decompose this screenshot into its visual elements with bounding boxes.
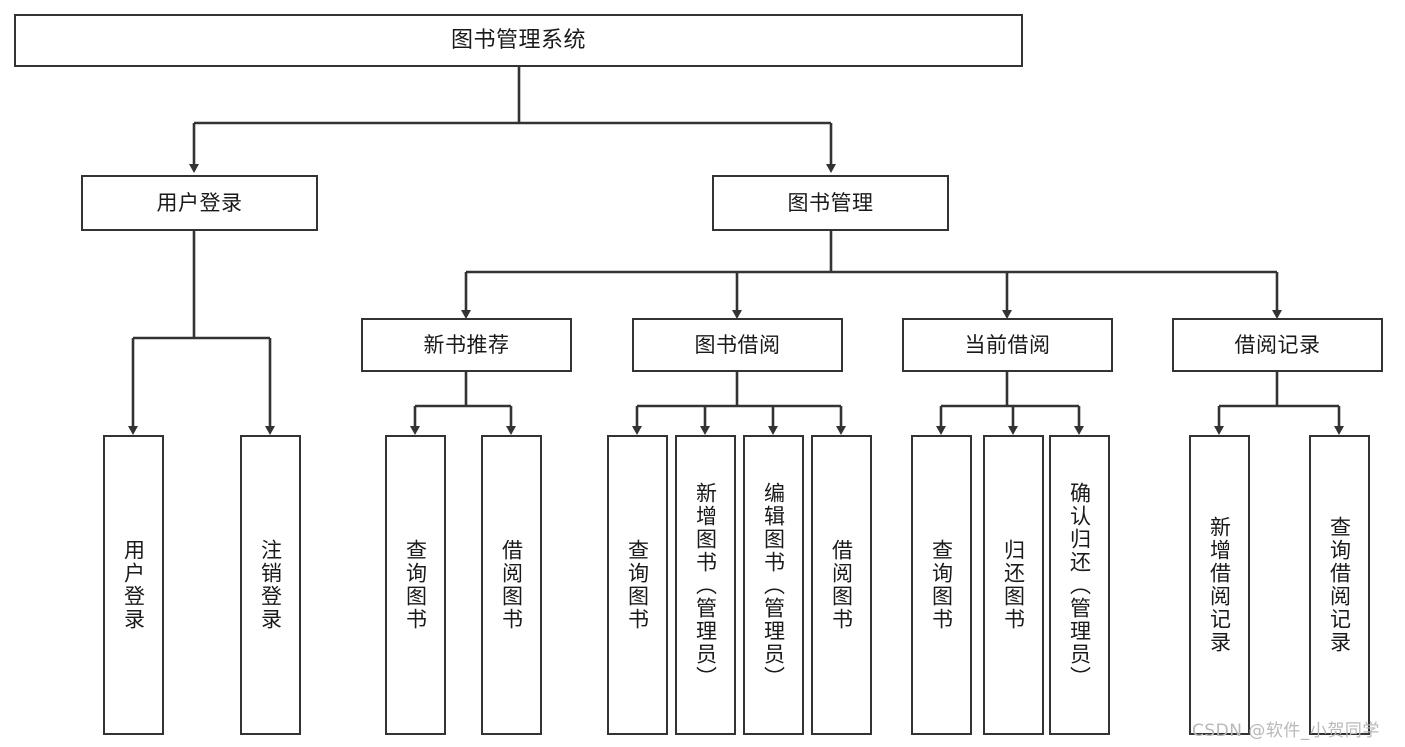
node-label: 用户登录 xyxy=(121,539,146,631)
node-label: 图书借阅 xyxy=(694,332,781,357)
leaf-return-book[interactable]: 归还图书 xyxy=(983,435,1044,735)
node-current-borrow[interactable]: 当前借阅 xyxy=(902,318,1113,372)
node-label: 注销登录 xyxy=(258,539,283,631)
leaf-logout-login[interactable]: 注销登录 xyxy=(240,435,301,735)
leaf-query-book-recommend[interactable]: 查询图书 xyxy=(385,435,446,735)
node-label: 借阅图书 xyxy=(829,539,854,631)
node-label: 新书推荐 xyxy=(423,332,510,357)
node-label: 查询借阅记录 xyxy=(1327,516,1352,654)
node-borrow-record[interactable]: 借阅记录 xyxy=(1172,318,1383,372)
leaf-borrow-book[interactable]: 借阅图书 xyxy=(811,435,872,735)
leaf-query-borrow-record[interactable]: 查询借阅记录 xyxy=(1309,435,1370,735)
node-label: 借阅记录 xyxy=(1234,332,1321,357)
node-label: 确认归还（管理员） xyxy=(1067,481,1092,689)
leaf-query-book-borrow[interactable]: 查询图书 xyxy=(607,435,668,735)
node-label: 查询图书 xyxy=(929,539,954,631)
node-label: 查询图书 xyxy=(625,539,650,631)
node-book-management-system[interactable]: 图书管理系统 xyxy=(14,14,1023,67)
leaf-add-book-admin[interactable]: 新增图书（管理员） xyxy=(675,435,736,735)
node-book-management[interactable]: 图书管理 xyxy=(712,175,949,231)
node-new-book-recommend[interactable]: 新书推荐 xyxy=(361,318,572,372)
leaf-confirm-return-admin[interactable]: 确认归还（管理员） xyxy=(1049,435,1110,735)
leaf-add-borrow-record[interactable]: 新增借阅记录 xyxy=(1189,435,1250,735)
leaf-borrow-book-recommend[interactable]: 借阅图书 xyxy=(481,435,542,735)
node-user-login[interactable]: 用户登录 xyxy=(81,175,318,231)
node-label: 查询图书 xyxy=(403,539,428,631)
node-label: 图书管理 xyxy=(787,190,874,215)
node-book-borrow[interactable]: 图书借阅 xyxy=(632,318,843,372)
node-label: 编辑图书（管理员） xyxy=(761,481,786,689)
leaf-query-book-current[interactable]: 查询图书 xyxy=(911,435,972,735)
node-label: 归还图书 xyxy=(1001,539,1026,631)
leaf-edit-book-admin[interactable]: 编辑图书（管理员） xyxy=(743,435,804,735)
node-label: 当前借阅 xyxy=(964,332,1051,357)
node-label: 用户登录 xyxy=(156,190,243,215)
node-label: 图书管理系统 xyxy=(450,27,586,53)
node-label: 借阅图书 xyxy=(499,539,524,631)
node-label: 新增借阅记录 xyxy=(1207,516,1232,654)
node-label: 新增图书（管理员） xyxy=(693,481,718,689)
leaf-user-login[interactable]: 用户登录 xyxy=(103,435,164,735)
